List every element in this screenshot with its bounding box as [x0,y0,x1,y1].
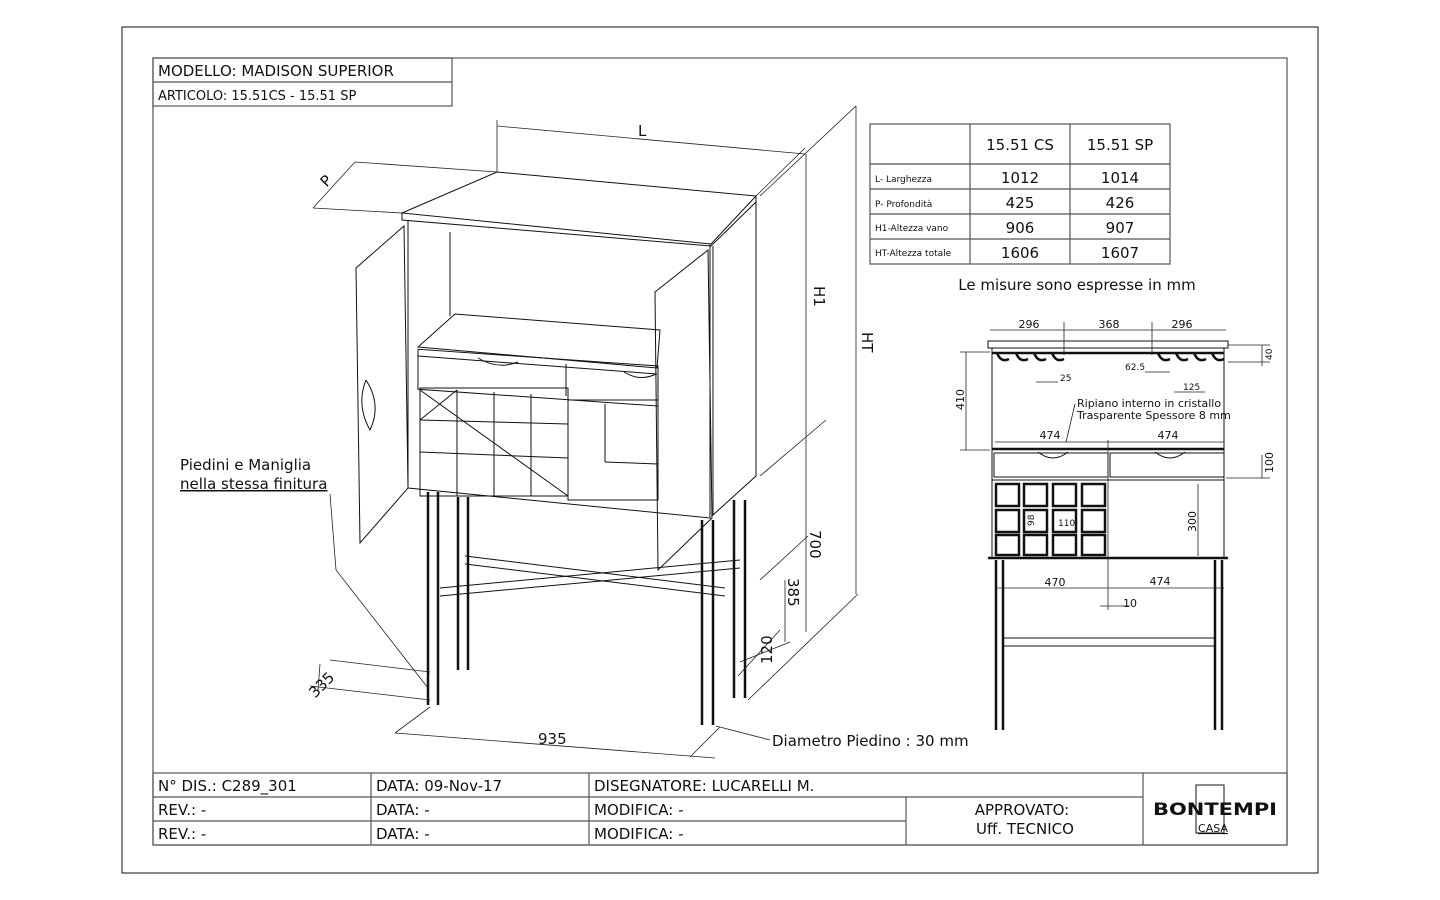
dim-368: 368 [1099,318,1120,331]
modification-1: MODIFICA: - [594,801,683,819]
revision-2: REV.: - [158,825,206,843]
cell-value: 426 [1106,194,1135,212]
note-finish-2: nella stessa finitura [180,475,327,493]
row-label: H1-Altezza vano [875,224,949,234]
row-label: L- Larghezza [875,175,932,185]
isometric-view: L P H1 HT 700 385 120 335 935 Piedini e … [180,105,969,759]
dim-L: L [638,122,647,140]
dim-10: 10 [1123,597,1137,610]
dim-HT: HT [858,332,876,353]
approved-label: APPROVATO: [975,801,1069,819]
dim-700: 700 [806,530,824,559]
outer-border [121,26,1319,874]
dim-110: 110 [1058,519,1075,529]
revision-1-date: DATA: - [376,801,430,819]
col-header-sp: 15.51 SP [1087,136,1153,154]
dim-335: 335 [305,668,338,701]
svg-text:CASA: CASA [1198,822,1228,835]
dim-474-left: 474 [1040,429,1061,442]
note-finish-1: Piedini e Maniglia [180,456,311,474]
cell-value: 1014 [1101,169,1139,187]
glass-note-1: Ripiano interno in cristallo [1077,397,1221,410]
bontempi-logo: BONTEMPI CASA [1153,784,1277,835]
revision-2-date: DATA: - [376,825,430,843]
glass-note-2: Trasparente Spessore 8 mm [1076,409,1231,422]
dim-296-right: 296 [1172,318,1193,331]
cell-value: 1012 [1001,169,1039,187]
cell-value: 907 [1106,219,1135,237]
footer-block: N° DIS.: C289_301 DATA: 09-Nov-17 DISEGN… [152,772,1288,846]
model-label: MODELLO: MADISON SUPERIOR [158,62,394,80]
front-view: 296 368 296 40 410 25 62.5 125 Ripiano i… [954,318,1276,730]
col-header-cs: 15.51 CS [986,136,1054,154]
cell-value: 1607 [1101,244,1139,262]
note-leg-diameter: Diametro Piedino : 30 mm [772,732,969,750]
dim-474-bottom: 474 [1150,575,1171,588]
dim-300: 300 [1186,511,1199,532]
dim-474-right: 474 [1158,429,1179,442]
svg-text:BONTEMPI: BONTEMPI [1153,800,1277,820]
dim-P: P [317,171,336,190]
dim-25: 25 [1060,374,1071,384]
article-label: ARTICOLO: 15.51CS - 15.51 SP [158,89,356,104]
dim-410: 410 [954,389,967,410]
designer: DISEGNATORE: LUCARELLI M. [594,777,814,795]
dim-296-left: 296 [1019,318,1040,331]
dim-385: 385 [784,578,802,607]
cell-value: 906 [1006,219,1035,237]
cell-value: 1606 [1001,244,1039,262]
drawing-number: N° DIS.: C289_301 [158,777,297,796]
dim-H1: H1 [810,286,828,307]
drawing-date: DATA: 09-Nov-17 [376,777,502,795]
dim-120: 120 [758,635,776,664]
dim-125: 125 [1183,383,1200,393]
dim-935: 935 [538,730,567,748]
cell-value: 425 [1006,194,1035,212]
row-label: P- Profondità [875,200,932,210]
dim-98: 98 [1027,514,1037,526]
dim-62-5: 62.5 [1125,363,1145,373]
approved-by: Uff. TECNICO [976,820,1074,838]
title-block: MODELLO: MADISON SUPERIOR ARTICOLO: 15.5… [152,57,453,107]
dim-100: 100 [1263,452,1276,473]
dim-40: 40 [1265,348,1275,360]
dim-470: 470 [1045,576,1066,589]
dimensions-table: 15.51 CS 15.51 SP L- Larghezza 1012 1014… [869,123,1171,265]
units-note: Le misure sono espresse in mm [958,276,1195,294]
row-label: HT-Altezza totale [875,249,952,259]
revision-1: REV.: - [158,801,206,819]
modification-2: MODIFICA: - [594,825,683,843]
